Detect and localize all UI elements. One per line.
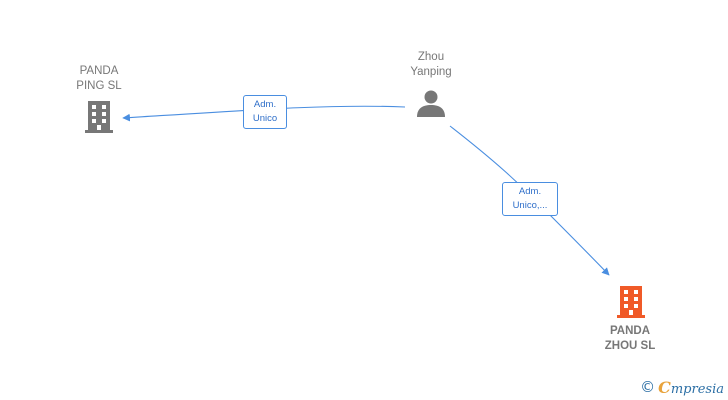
company-right-line1: PANDA xyxy=(609,325,651,337)
company-left-line1: PANDA xyxy=(79,65,119,77)
building-icon[interactable] xyxy=(85,101,113,133)
company-left-label[interactable]: PANDA PING SL xyxy=(64,64,134,94)
company-right-line2: ZHOU SL xyxy=(604,340,656,352)
company-right-label[interactable]: PANDA ZHOU SL xyxy=(594,324,666,354)
edge-right-line1: Adm. xyxy=(518,186,542,197)
edge-label-right[interactable]: Adm. Unico,... xyxy=(502,182,558,216)
empresia-watermark: © Cmpresia xyxy=(640,377,724,397)
building-icon-highlight[interactable] xyxy=(617,286,645,318)
person-name-line1: Zhou xyxy=(417,51,445,63)
edge-label-left[interactable]: Adm. Unico xyxy=(243,95,287,129)
copyright-icon: © xyxy=(640,378,656,396)
person-icon[interactable] xyxy=(417,90,445,118)
person-node-label[interactable]: Zhou Yanping xyxy=(396,50,466,80)
edge-left-line2: Unico xyxy=(252,113,278,124)
brand-logo-text: Cmpresia xyxy=(658,378,724,397)
brand-initial: C xyxy=(658,377,671,397)
person-name-line2: Yanping xyxy=(410,66,452,78)
edge-right-line2: Unico,... xyxy=(512,200,548,211)
edge-left-line1: Adm. xyxy=(253,99,277,110)
brand-rest: mpresia xyxy=(670,381,724,397)
company-left-line2: PING SL xyxy=(76,80,122,92)
